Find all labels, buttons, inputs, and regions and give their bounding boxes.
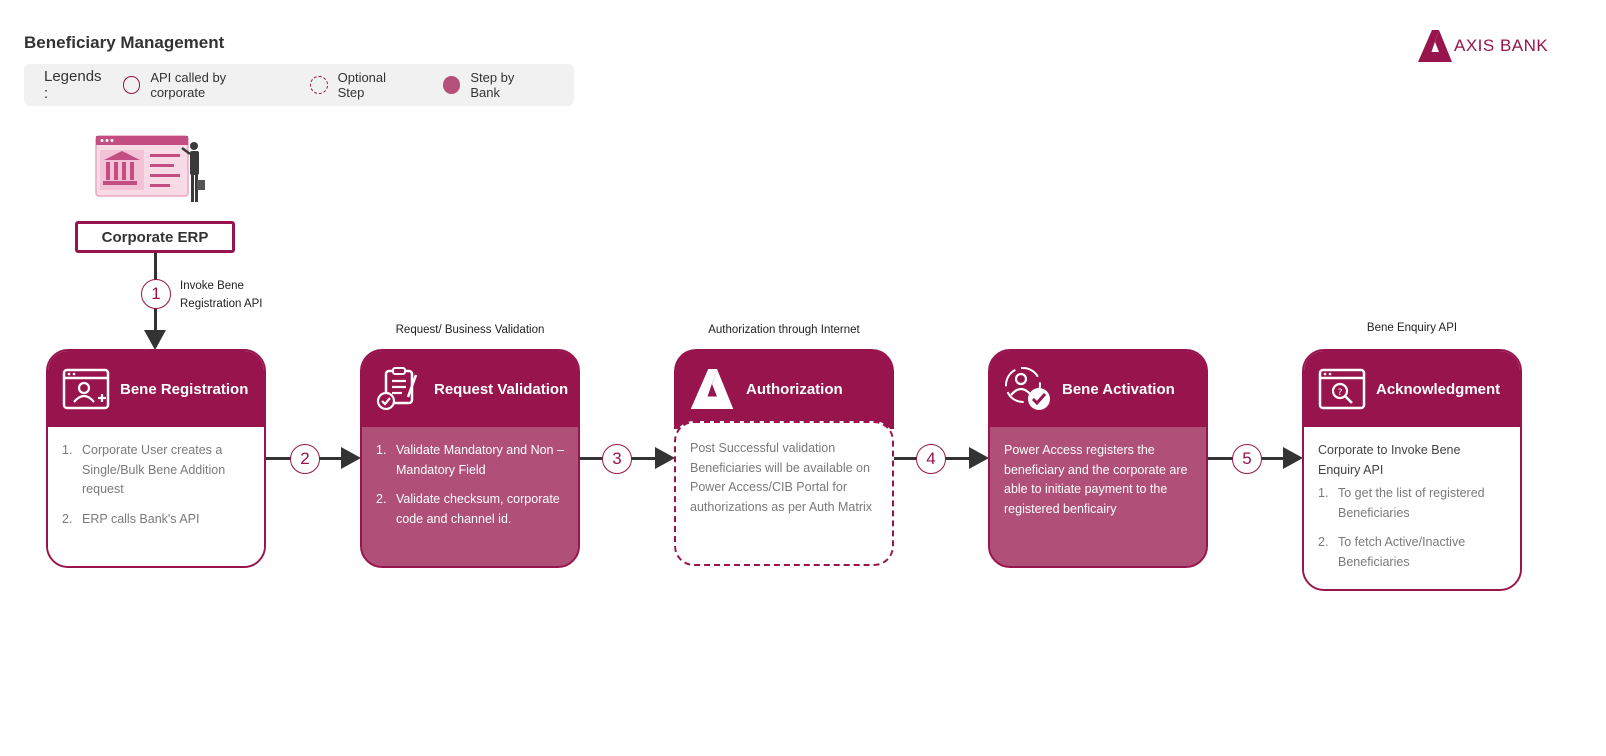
checklist-icon: [374, 363, 426, 415]
step-1-label-line: Invoke Bene: [180, 280, 244, 292]
arrow-right-icon: [655, 447, 675, 469]
card-lead-text: Corporate to Invoke Bene Enquiry API: [1318, 443, 1461, 477]
card-body: 1.Corporate User creates a Single/Bulk B…: [48, 425, 264, 566]
card-title: Acknowledgment: [1376, 380, 1501, 398]
list-item-text: Validate Mandatory and Non – Mandatory F…: [396, 443, 564, 477]
step-2-badge: 2: [290, 444, 320, 474]
list-item-text: Validate checksum, corporate code and ch…: [396, 492, 560, 526]
step-4-badge: 4: [916, 444, 946, 474]
legend-item-bank: Step by Bank: [442, 70, 546, 100]
legend-title: Legends :: [44, 68, 102, 102]
caption-request-validation: Request/ Business Validation: [395, 324, 545, 336]
legend-item-optional: Optional Step: [309, 70, 415, 100]
arrow-right-icon: [969, 447, 989, 469]
list-item-text: ERP calls Bank's API: [82, 511, 200, 526]
arrow-down-icon: [144, 330, 166, 350]
caption-authorization: Authorization through Internet: [708, 324, 860, 336]
filled-circle-icon: [442, 76, 461, 94]
legend-label: Optional Step: [337, 70, 387, 100]
list-item: 2.To fetch Active/Inactive Beneficiaries: [1318, 533, 1506, 572]
dashed-circle-icon: [309, 76, 328, 94]
card-title: Authorization: [746, 380, 843, 398]
card-header: Bene Activation: [990, 351, 1206, 427]
legend-label: API called by corporate: [150, 70, 227, 100]
bank-erp-illustration: [95, 135, 205, 202]
search-window-icon: ?: [1316, 363, 1368, 415]
caption-acknowledgment: Bene Enquiry API: [1366, 322, 1458, 334]
card-body: 1.Validate Mandatory and Non – Mandatory…: [362, 425, 578, 566]
step-5-badge: 5: [1232, 444, 1262, 474]
legend-label: Step by Bank: [470, 70, 515, 100]
step-1-label: Invoke Bene Registration API: [180, 277, 290, 313]
card-bene-registration: Bene Registration 1.Corporate User creat…: [46, 349, 266, 568]
arrow-right-icon: [341, 447, 361, 469]
corporate-erp-box: Corporate ERP: [75, 221, 235, 253]
svg-text:?: ?: [1338, 388, 1343, 398]
step-1-badge: 1: [141, 279, 171, 309]
list-item: 2.ERP calls Bank's API: [62, 510, 250, 530]
card-body: Post Successful validation Beneficiaries…: [674, 421, 894, 566]
axis-bank-logo: AXIS BANK: [1418, 30, 1548, 62]
card-header: ? Acknowledgment: [1304, 351, 1520, 427]
card-acknowledgment: ? Acknowledgment Corporate to Invoke Ben…: [1302, 349, 1522, 591]
arrow-right-icon: [1283, 447, 1303, 469]
legend: Legends : API called by corporate Option…: [24, 64, 574, 106]
step-1-label-line: Registration API: [180, 298, 263, 310]
list-item: 1.Validate Mandatory and Non – Mandatory…: [376, 441, 564, 480]
card-body: Corporate to Invoke Bene Enquiry API 1.T…: [1304, 425, 1520, 589]
list-item: 1.To get the list of registered Benefici…: [1318, 484, 1506, 523]
list-item: 1.Corporate User creates a Single/Bulk B…: [62, 441, 250, 500]
card-title: Bene Activation: [1062, 380, 1175, 398]
brand-name: AXIS BANK: [1454, 36, 1549, 55]
card-header: Bene Registration: [48, 351, 264, 427]
list-item-text: To get the list of registered Beneficiar…: [1338, 486, 1485, 520]
card-bene-activation: Bene Activation Power Access registers t…: [988, 349, 1208, 568]
list-item-text: To fetch Active/Inactive Beneficiaries: [1338, 535, 1466, 569]
card-request-validation: Request Validation 1.Validate Mandatory …: [360, 349, 580, 568]
axis-logo-icon: [686, 363, 738, 415]
card-header: Request Validation: [362, 351, 578, 427]
axis-logo-icon: [1418, 30, 1452, 62]
card-header: Authorization: [674, 349, 894, 429]
page-title: Beneficiary Management: [24, 33, 225, 52]
step-3-badge: 3: [602, 444, 632, 474]
user-add-window-icon: [60, 363, 112, 415]
card-authorization: Authorization Post Successful validation…: [674, 349, 894, 568]
list-item-text: Corporate User creates a Single/Bulk Ben…: [82, 443, 226, 496]
card-title: Bene Registration: [120, 380, 249, 398]
solid-circle-icon: [122, 76, 141, 94]
list-item: 2.Validate checksum, corporate code and …: [376, 490, 564, 529]
card-body: Power Access registers the beneficiary a…: [990, 425, 1206, 566]
user-check-icon: [1002, 363, 1054, 415]
card-title: Request Validation: [434, 380, 569, 398]
legend-item-api: API called by corporate: [122, 70, 282, 100]
